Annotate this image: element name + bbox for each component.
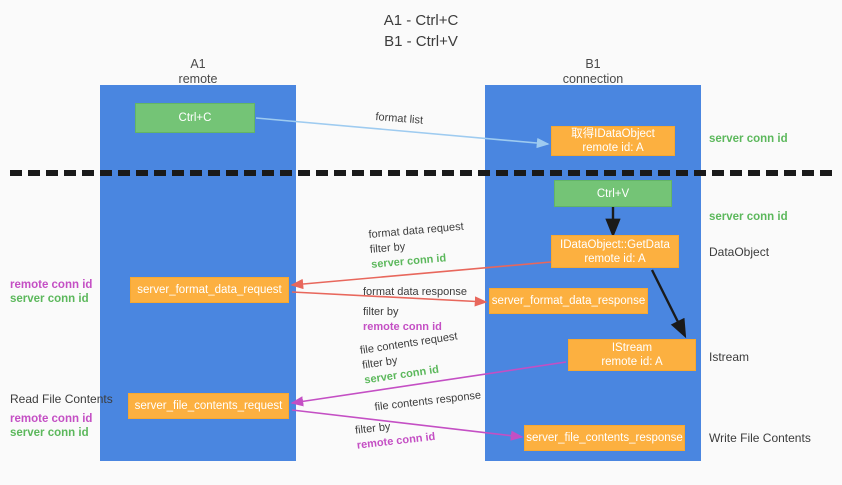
box-server-format-data-response-label: server_format_data_response bbox=[491, 295, 646, 307]
label-istream: Istream bbox=[709, 350, 750, 364]
label-read-file-contents: Read File Contents bbox=[10, 392, 113, 406]
box-server-file-contents-request[interactable]: server_file_contents_request bbox=[128, 393, 289, 419]
annotation-file-contents-response: file contents response filter by remote … bbox=[352, 388, 486, 453]
annotation-format-list-text: format list bbox=[374, 110, 424, 127]
box-istream[interactable]: IStream remote id: A bbox=[568, 339, 696, 371]
column-header-b1: B1 connection bbox=[485, 57, 701, 87]
annotation-format-list: format list bbox=[375, 110, 424, 129]
column-a1-name: A1 bbox=[190, 57, 206, 71]
box-istream-line2: remote id: A bbox=[601, 356, 663, 368]
column-a1-sub: remote bbox=[178, 72, 218, 86]
annotation-format-data-request: format data request filter by server con… bbox=[368, 220, 467, 273]
annotation-format-data-response: format data response filter by remote co… bbox=[363, 285, 467, 335]
title-line-1: A1 - Ctrl+C bbox=[383, 12, 459, 29]
label-server-conn-id-1: server conn id bbox=[10, 293, 89, 305]
column-header-a1: A1 remote bbox=[100, 57, 296, 87]
filter-value-2: remote conn id bbox=[363, 321, 442, 333]
box-ctrl-c[interactable]: Ctrl+C bbox=[135, 103, 255, 133]
label-server-conn-id-2: server conn id bbox=[10, 427, 89, 439]
label-group-format-conn-ids: remote conn id server conn id bbox=[10, 278, 92, 306]
box-server-format-data-request-label: server_format_data_request bbox=[137, 284, 282, 296]
filter-prefix-2: filter by bbox=[363, 306, 399, 318]
box-ctrl-c-line1: Ctrl+C bbox=[178, 112, 212, 124]
page-title: A1 - Ctrl+C B1 - Ctrl+V bbox=[0, 10, 842, 52]
annotation-format-data-response-text: format data response bbox=[363, 286, 467, 298]
box-idataobject-create-line1: 取得IDataObject bbox=[571, 128, 655, 140]
box-server-file-contents-response-label: server_file_contents_response bbox=[526, 432, 683, 444]
annotation-format-data-response-filter: filter by remote conn id bbox=[363, 300, 467, 335]
box-ctrl-v[interactable]: Ctrl+V bbox=[554, 180, 672, 207]
box-idataobject-create[interactable]: 取得IDataObject remote id: A bbox=[551, 126, 675, 156]
box-istream-line1: IStream bbox=[611, 342, 653, 354]
label-remote-conn-id-1: remote conn id bbox=[10, 279, 93, 291]
label-write-file-contents: Write File Contents bbox=[709, 431, 811, 445]
column-b1-sub: connection bbox=[562, 72, 624, 86]
column-b1-name: B1 bbox=[585, 57, 601, 71]
box-idataobject-getdata-line1: IDataObject::GetData bbox=[560, 238, 670, 251]
box-server-format-data-request[interactable]: server_format_data_request bbox=[130, 277, 289, 303]
label-dataobject: DataObject bbox=[709, 245, 770, 259]
label-remote-conn-id-2: remote conn id bbox=[10, 413, 93, 425]
label-server-conn-id-mid: server conn id bbox=[709, 211, 788, 223]
annotation-file-contents-request: file contents request filter by server c… bbox=[359, 329, 463, 388]
box-server-file-contents-response[interactable]: server_file_contents_response bbox=[524, 425, 685, 451]
box-idataobject-getdata[interactable]: IDataObject::GetData remote id: A bbox=[551, 235, 679, 268]
title-line-2: B1 - Ctrl+V bbox=[384, 33, 458, 50]
box-server-file-contents-request-label: server_file_contents_request bbox=[134, 400, 283, 412]
label-group-file-conn-ids: remote conn id server conn id bbox=[10, 412, 92, 440]
phase-divider bbox=[10, 170, 832, 176]
box-idataobject-getdata-line2: remote id: A bbox=[584, 252, 646, 265]
box-idataobject-create-line2: remote id: A bbox=[582, 142, 644, 154]
box-ctrl-v-line1: Ctrl+V bbox=[596, 187, 630, 200]
box-server-format-data-response[interactable]: server_format_data_response bbox=[489, 288, 648, 314]
label-server-conn-id-top: server conn id bbox=[709, 133, 788, 145]
